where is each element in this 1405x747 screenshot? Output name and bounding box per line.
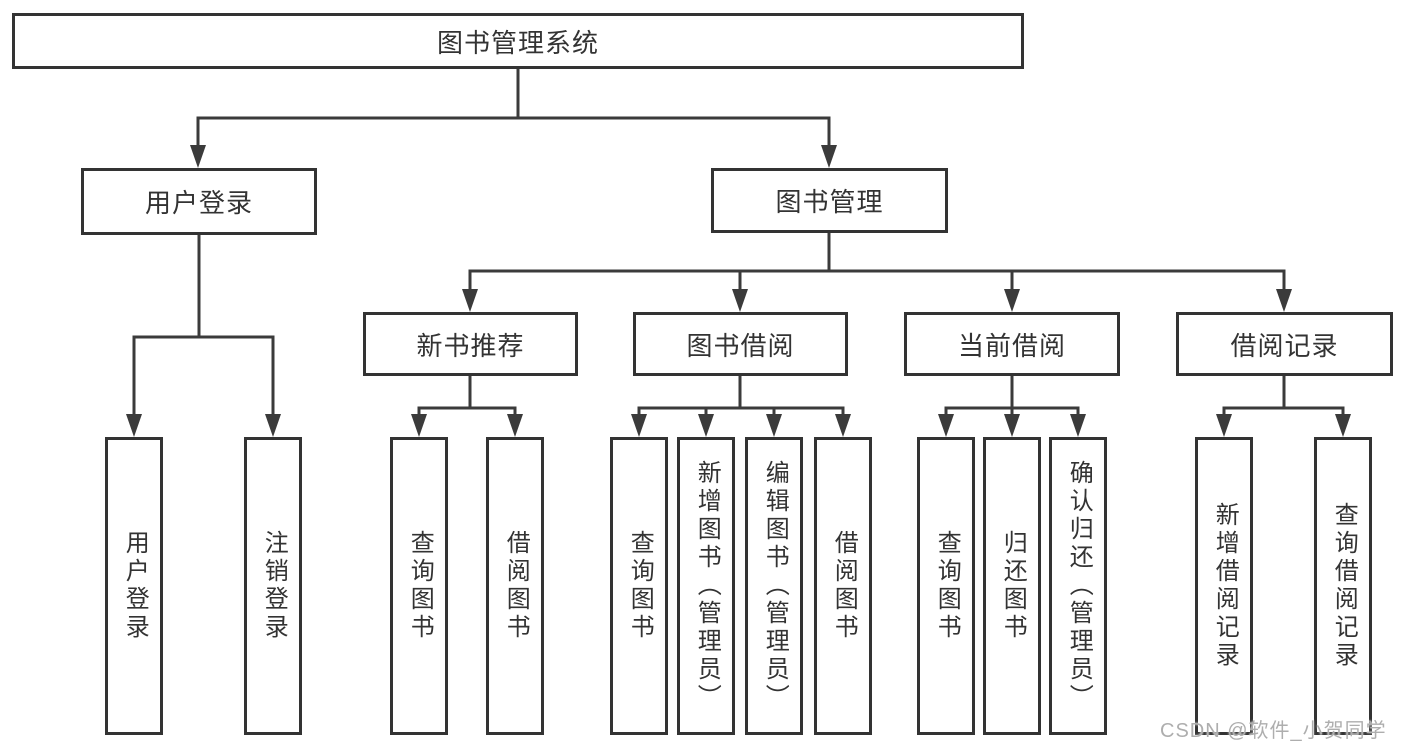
leaf-label: 归还图书 — [999, 530, 1027, 642]
node-label: 图书借阅 — [686, 330, 795, 361]
leaf-add-books-admin: 新增图书（管理员） — [677, 437, 735, 735]
leaf-borrow-books-1: 借阅图书 — [486, 437, 544, 735]
node-root-system: 图书管理系统 — [12, 13, 1024, 69]
leaf-confirm-return-admin: 确认归还（管理员） — [1049, 437, 1107, 735]
leaf-add-borrow-record: 新增借阅记录 — [1195, 437, 1253, 735]
leaf-label: 确认归还（管理员） — [1065, 460, 1093, 712]
node-new-book-recommend: 新书推荐 — [363, 312, 578, 376]
leaf-query-books-2: 查询图书 — [610, 437, 668, 735]
leaf-return-books: 归还图书 — [983, 437, 1041, 735]
leaf-edit-books-admin: 编辑图书（管理员） — [745, 437, 803, 735]
leaf-label: 查询图书 — [933, 530, 961, 642]
node-label: 新书推荐 — [416, 330, 525, 361]
node-borrow-records: 借阅记录 — [1176, 312, 1393, 376]
node-label: 借阅记录 — [1230, 330, 1339, 361]
csdn-watermark: CSDN @软件_小贺同学 — [1160, 720, 1387, 742]
node-label: 用户登录 — [144, 188, 253, 218]
leaf-label: 注销登录 — [260, 530, 288, 642]
node-current-borrow: 当前借阅 — [904, 312, 1120, 376]
leaf-label: 编辑图书（管理员） — [761, 460, 789, 712]
leaf-label: 用户登录 — [121, 530, 149, 642]
leaf-label: 查询图书 — [406, 530, 434, 642]
leaf-borrow-books-2: 借阅图书 — [814, 437, 872, 735]
node-user-login: 用户登录 — [81, 168, 317, 235]
leaf-label: 查询借阅记录 — [1330, 502, 1358, 670]
leaf-label: 借阅图书 — [830, 530, 858, 642]
node-label: 当前借阅 — [957, 330, 1066, 361]
leaf-user-login: 用户登录 — [105, 437, 163, 735]
node-label: 图书管理 — [775, 187, 884, 217]
leaf-query-borrow-record: 查询借阅记录 — [1314, 437, 1372, 735]
node-label: 图书管理系统 — [436, 27, 599, 58]
leaf-label: 借阅图书 — [502, 530, 530, 642]
node-book-borrow: 图书借阅 — [633, 312, 848, 376]
node-book-management: 图书管理 — [711, 168, 948, 233]
leaf-label: 新增借阅记录 — [1211, 502, 1239, 670]
leaf-label: 新增图书（管理员） — [693, 460, 721, 712]
leaf-query-books-3: 查询图书 — [917, 437, 975, 735]
leaf-label: 查询图书 — [626, 530, 654, 642]
leaf-logout: 注销登录 — [244, 437, 302, 735]
leaf-query-books-1: 查询图书 — [390, 437, 448, 735]
